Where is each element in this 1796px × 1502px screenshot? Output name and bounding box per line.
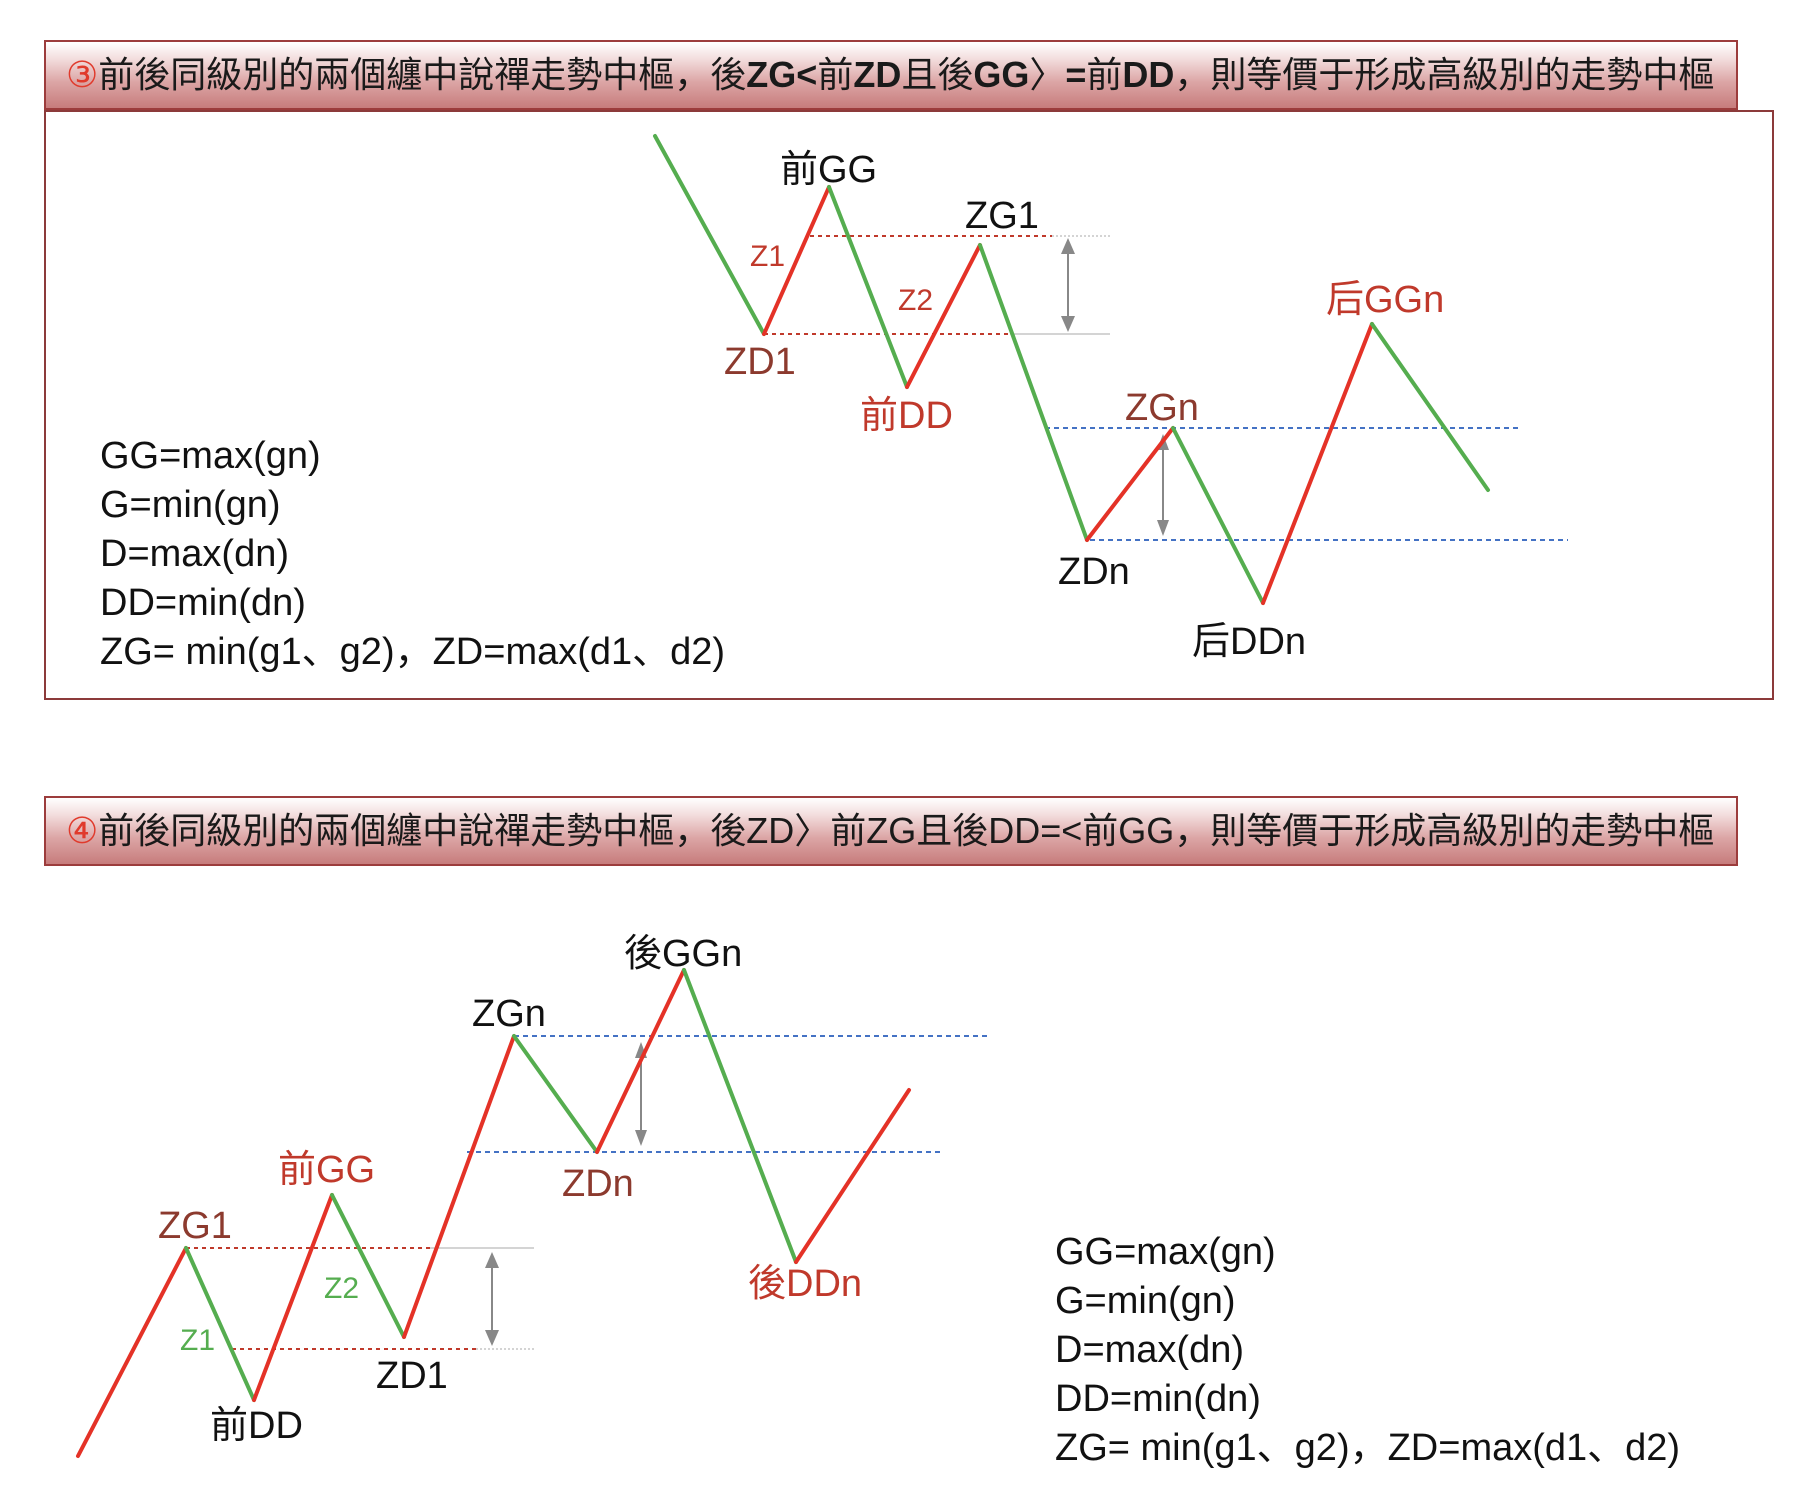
section4-price-path [76, 968, 911, 1458]
section3-banner-part: 前 [1086, 54, 1123, 95]
s4-label-zd1: ZD1 [376, 1355, 448, 1397]
s4-up-segment [252, 1193, 334, 1402]
s3-down-segment [978, 243, 1089, 542]
s3-up-segment [905, 243, 982, 389]
s3-up-segment [1261, 322, 1374, 605]
s3-label-zd1: ZD1 [724, 341, 796, 383]
section3-banner-part: ZG< [746, 54, 818, 95]
section3-banner-part: DD [1122, 54, 1175, 95]
formula-line: D=max(dn) [1055, 1329, 1244, 1371]
s4-label-z1: Z1 [180, 1324, 215, 1357]
s3-down-segment [1370, 322, 1490, 492]
s3-label-z2: Z2 [898, 284, 933, 317]
formula-line: ZG= min(g1、g2)，ZD=max(d1、d2) [1055, 1427, 1681, 1469]
section3-formulas: GG=max(gn) G=min(gn) D=max(dn) DD=min(dn… [100, 432, 725, 677]
section4-banner-text: 前後同級別的兩個纏中說禪走勢中樞，後ZD〉前ZG且後DD=<前GG，則等價于形成… [98, 810, 1714, 851]
s4-down-segment [184, 1246, 256, 1402]
s3-label-zdn: ZDn [1058, 551, 1130, 593]
s4-label-hou-ggn: 後GGn [624, 933, 742, 975]
section3-banner-part: 前 [817, 54, 854, 95]
s3-label-hou-ddn: 后DDn [1192, 621, 1306, 663]
s3-up-segment [762, 185, 831, 336]
s3-label-zgn: ZGn [1125, 387, 1199, 429]
formula-line: GG=max(gn) [1055, 1231, 1276, 1273]
s4-label-zgn: ZGn [472, 993, 546, 1035]
section3-labels: 前GG ZG1 Z1 Z2 ZD1 前DD 后GGn ZGn ZDn 后DDn [724, 149, 1444, 663]
s3-range-arrow [1061, 238, 1075, 332]
section4-number: ④ [66, 810, 99, 851]
section3-price-path [653, 134, 1490, 605]
s3-label-zg1: ZG1 [965, 195, 1039, 237]
s4-down-segment [512, 1034, 599, 1154]
section3-banner-part: GG [973, 54, 1030, 95]
s4-down-segment [330, 1193, 406, 1339]
s4-label-zdn: ZDn [562, 1163, 634, 1205]
s4-up-segment [794, 1088, 911, 1264]
section3-banner-part: 且後 [901, 54, 974, 95]
s4-label-zg1: ZG1 [158, 1205, 232, 1247]
section4-formulas: GG=max(gn) G=min(gn) D=max(dn) DD=min(dn… [1055, 1228, 1680, 1473]
formula-line: GG=max(gn) [100, 435, 321, 477]
section3-banner: ③前後同級別的兩個纏中說禪走勢中樞，後ZG<前ZD且後GG〉=前DD，則等價于形… [44, 40, 1738, 110]
s3-down-segment [827, 185, 909, 389]
s3-label-z1: Z1 [750, 240, 785, 273]
section3-banner-part: = [1065, 54, 1087, 95]
s4-label-qian-dd: 前DD [210, 1405, 303, 1447]
s4-range-arrow [485, 1252, 499, 1346]
formula-line: DD=min(dn) [100, 582, 306, 624]
section3-banner-part: ZD [853, 54, 902, 95]
section3-banner-part: 前後同級別的兩個纏中說禪走勢中樞，後 [98, 54, 747, 95]
s4-label-hou-ddn: 後DDn [748, 1263, 862, 1305]
s4-up-segment [76, 1246, 188, 1458]
section3-number: ③ [66, 54, 99, 95]
s3-label-qian-gg: 前GG [780, 149, 877, 191]
formula-line: G=min(gn) [100, 484, 281, 526]
s3-label-hou-ggn: 后GGn [1326, 279, 1444, 321]
s3-down-segment [653, 134, 766, 336]
section4-banner: ④前後同級別的兩個纏中說禪走勢中樞，後ZD〉前ZG且後DD=<前GG，則等價于形… [44, 796, 1738, 866]
section3-banner-part: ，則等價于形成高級別的走勢中樞 [1174, 54, 1715, 95]
s4-up-segment [595, 968, 686, 1154]
s3-label-qian-dd: 前DD [860, 395, 953, 437]
section4-banner-part: 前後同級別的兩個纏中說禪走勢中樞，後ZD〉前ZG且後DD=<前GG，則等價于形成… [98, 810, 1715, 851]
formula-line: D=max(dn) [100, 533, 289, 575]
s3-up-segment [1085, 426, 1175, 542]
s3-down-segment [1171, 426, 1265, 605]
formula-line: ZG= min(g1、g2)，ZD=max(d1、d2) [100, 631, 726, 673]
section3-panel [44, 110, 1774, 700]
s4-label-z2: Z2 [324, 1272, 359, 1305]
formula-line: DD=min(dn) [1055, 1378, 1261, 1420]
section3-banner-text: 前後同級別的兩個纏中說禪走勢中樞，後ZG<前ZD且後GG〉=前DD，則等價于形成… [98, 54, 1714, 95]
section4-labels: ZG1 前GG Z2 Z1 ZD1 前DD ZGn 後GGn ZDn 後DDn [158, 933, 862, 1447]
section3-banner-part: 〉 [1029, 54, 1066, 95]
s4-label-qian-gg: 前GG [278, 1149, 375, 1191]
s4-up-segment [402, 1034, 516, 1339]
formula-line: G=min(gn) [1055, 1280, 1236, 1322]
s4-down-segment [682, 968, 798, 1264]
